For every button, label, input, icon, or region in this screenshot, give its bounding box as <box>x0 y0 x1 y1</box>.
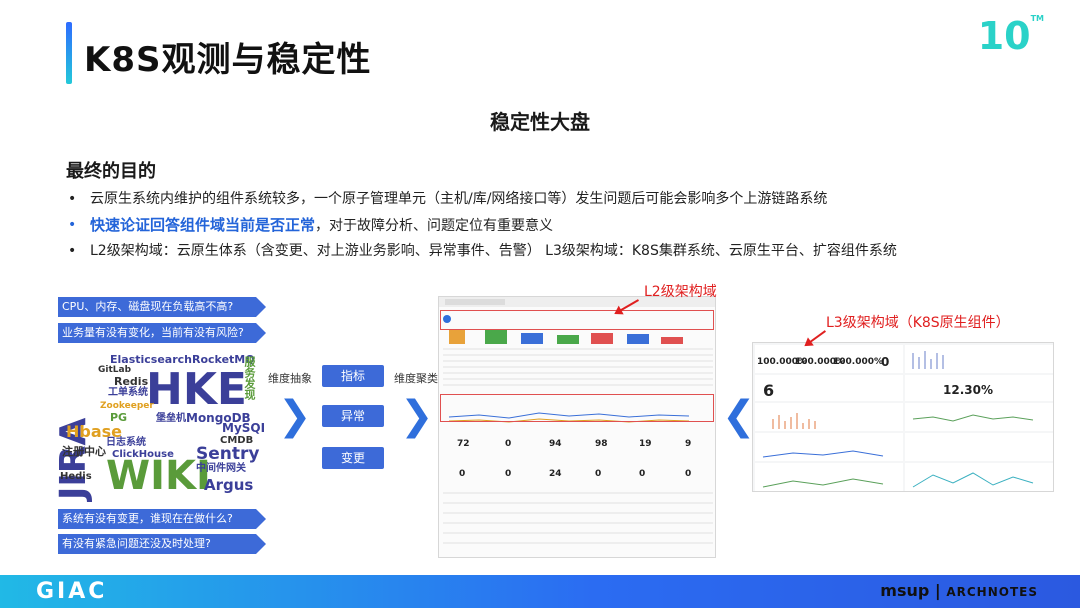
chevron-right-icon: ❯ <box>400 393 434 439</box>
footer-brand-right: msup | ARCHNOTES <box>880 581 1038 600</box>
word-hke: HKE <box>146 364 247 415</box>
l2-highlight-box <box>440 310 714 330</box>
bullet-text: ，对于故障分析、问题定位有重要意义 <box>315 218 554 234</box>
word-hedis: Hedis <box>60 471 92 482</box>
bullet-strong-text: 快速论证回答组件域当前是否正常 <box>90 216 316 234</box>
word-clickhouse: ClickHouse <box>112 449 174 460</box>
section-heading: 最终的目的 <box>66 161 156 182</box>
l3-stat-value: 100.000% <box>795 357 846 367</box>
word-sentry: Sentry <box>196 444 260 464</box>
word-gitlab: GitLab <box>98 365 132 375</box>
question-strip-traffic: 业务量有没有变化，当前有没有风险? <box>58 323 266 343</box>
word-middleware-gateway: 中间件网关 <box>196 463 246 474</box>
word-service-discovery: 服务发现 <box>243 356 256 400</box>
annotation-l3: L3级架构域（K8S原生组件） <box>826 315 1010 331</box>
bullet-item-2: 快速论证回答组件域当前是否正常，对于故障分析、问题定位有重要意义 <box>66 214 1046 240</box>
question-strip-urgent: 有没有紧急问题还没及时处理? <box>58 534 266 554</box>
word-pg: PG <box>110 411 128 424</box>
footer-brand-archnotes: ARCHNOTES <box>946 585 1038 599</box>
word-ticket-system: 工单系统 <box>108 387 148 398</box>
l3-dashboard[interactable]: 100.000% 100.000% 100.000% 0 6 12.30% <box>752 342 1054 492</box>
word-mysql: MySQL <box>222 421 264 435</box>
page-title: K8S观测与稳定性 <box>84 40 372 80</box>
word-cmdb: CMDB <box>220 435 254 446</box>
bullet-text: L2级架构域：云原生体系（含变更、对上游业务影响、异常事件、告警） L3级架构域… <box>90 243 897 259</box>
l2-stat-value: 98 <box>595 439 608 449</box>
l3-stat-value: 100.000% <box>757 357 808 367</box>
section-subtitle: 稳定性大盘 <box>490 110 590 134</box>
pill-anomaly[interactable]: 异常 <box>322 405 384 427</box>
logo-tm: TM <box>1030 14 1044 23</box>
question-strip-load: CPU、内存、磁盘现在负载高不高? <box>58 297 266 317</box>
l2-stat-value: 72 <box>457 439 470 449</box>
l2-stat-value: 0 <box>595 469 602 479</box>
label-dimension-cluster: 维度聚类 <box>394 372 438 385</box>
word-zookeeper: Zookeeper <box>100 401 154 411</box>
bullet-item-1: 云原生系统内维护的组件系统较多，一个原子管理单元（主机/库/网络接口等）发生问题… <box>66 188 1046 214</box>
word-redis: Redis <box>114 375 149 388</box>
bullet-item-3: L2级架构域：云原生体系（含变更、对上游业务影响、异常事件、告警） L3级架构域… <box>66 240 1046 266</box>
bullet-text: 云原生系统内维护的组件系统较多，一个原子管理单元（主机/库/网络接口等）发生问题… <box>90 191 828 207</box>
l3-stat-value: 0 <box>881 355 890 369</box>
footer-separator: | <box>934 581 941 600</box>
pill-metrics[interactable]: 指标 <box>322 365 384 387</box>
label-dimension-abstract: 维度抽象 <box>268 372 312 385</box>
chevron-left-icon: ❮ <box>722 393 756 439</box>
chevron-right-icon: ❯ <box>278 393 312 439</box>
brand-logo: 10TM <box>978 14 1044 58</box>
word-argus: Argus <box>204 476 254 494</box>
question-strip-change: 系统有没有变更，谁现在在做什么? <box>58 509 266 529</box>
l2-stat-value: 94 <box>549 439 562 449</box>
l3-stat-value: 12.30% <box>943 383 993 397</box>
word-registry: 注册中心 <box>62 445 106 458</box>
l2-dashboard-graphic <box>439 297 715 544</box>
bullet-list: 云原生系统内维护的组件系统较多，一个原子管理单元（主机/库/网络接口等）发生问题… <box>66 188 1046 266</box>
word-wiki: WIKI <box>106 453 211 499</box>
footer-bar: GIAC msup | ARCHNOTES <box>0 575 1080 608</box>
word-mongodb: MongoDB <box>186 411 251 425</box>
footer-brand-giac: GIAC <box>36 579 108 604</box>
title-accent-bar <box>66 22 72 84</box>
annotation-l2: L2级架构域 <box>644 284 717 300</box>
l2-stat-value: 0 <box>685 469 692 479</box>
l2-stat-value: 24 <box>549 469 562 479</box>
tech-word-cloud: JIRA HKE WIKI ElasticsearchRocketMQ GitL… <box>58 350 264 506</box>
l2-stat-value: 9 <box>685 439 692 449</box>
l3-stat-value: 100.000% <box>833 357 884 367</box>
pill-change[interactable]: 变更 <box>322 447 384 469</box>
word-hbase: Hbase <box>66 422 123 441</box>
l2-stat-value: 0 <box>505 439 512 449</box>
l2-dashboard[interactable]: 72 0 94 98 19 9 0 0 24 0 0 0 <box>438 296 716 558</box>
l2-stat-value: 0 <box>459 469 466 479</box>
word-bastion: 堡垒机 <box>156 413 186 424</box>
l2-highlight-box <box>440 394 714 422</box>
word-elasticsearch: ElasticsearchRocketMQ <box>110 353 255 366</box>
l3-stat-value: 6 <box>763 381 775 400</box>
l2-stat-value: 0 <box>505 469 512 479</box>
l2-stat-value: 19 <box>639 439 652 449</box>
l2-stat-value: 0 <box>639 469 646 479</box>
logo-text: 10 <box>977 14 1031 58</box>
l3-dashboard-graphic <box>755 345 1053 491</box>
word-log-system: 日志系统 <box>106 437 146 448</box>
footer-brand-msup: msup <box>880 581 930 600</box>
